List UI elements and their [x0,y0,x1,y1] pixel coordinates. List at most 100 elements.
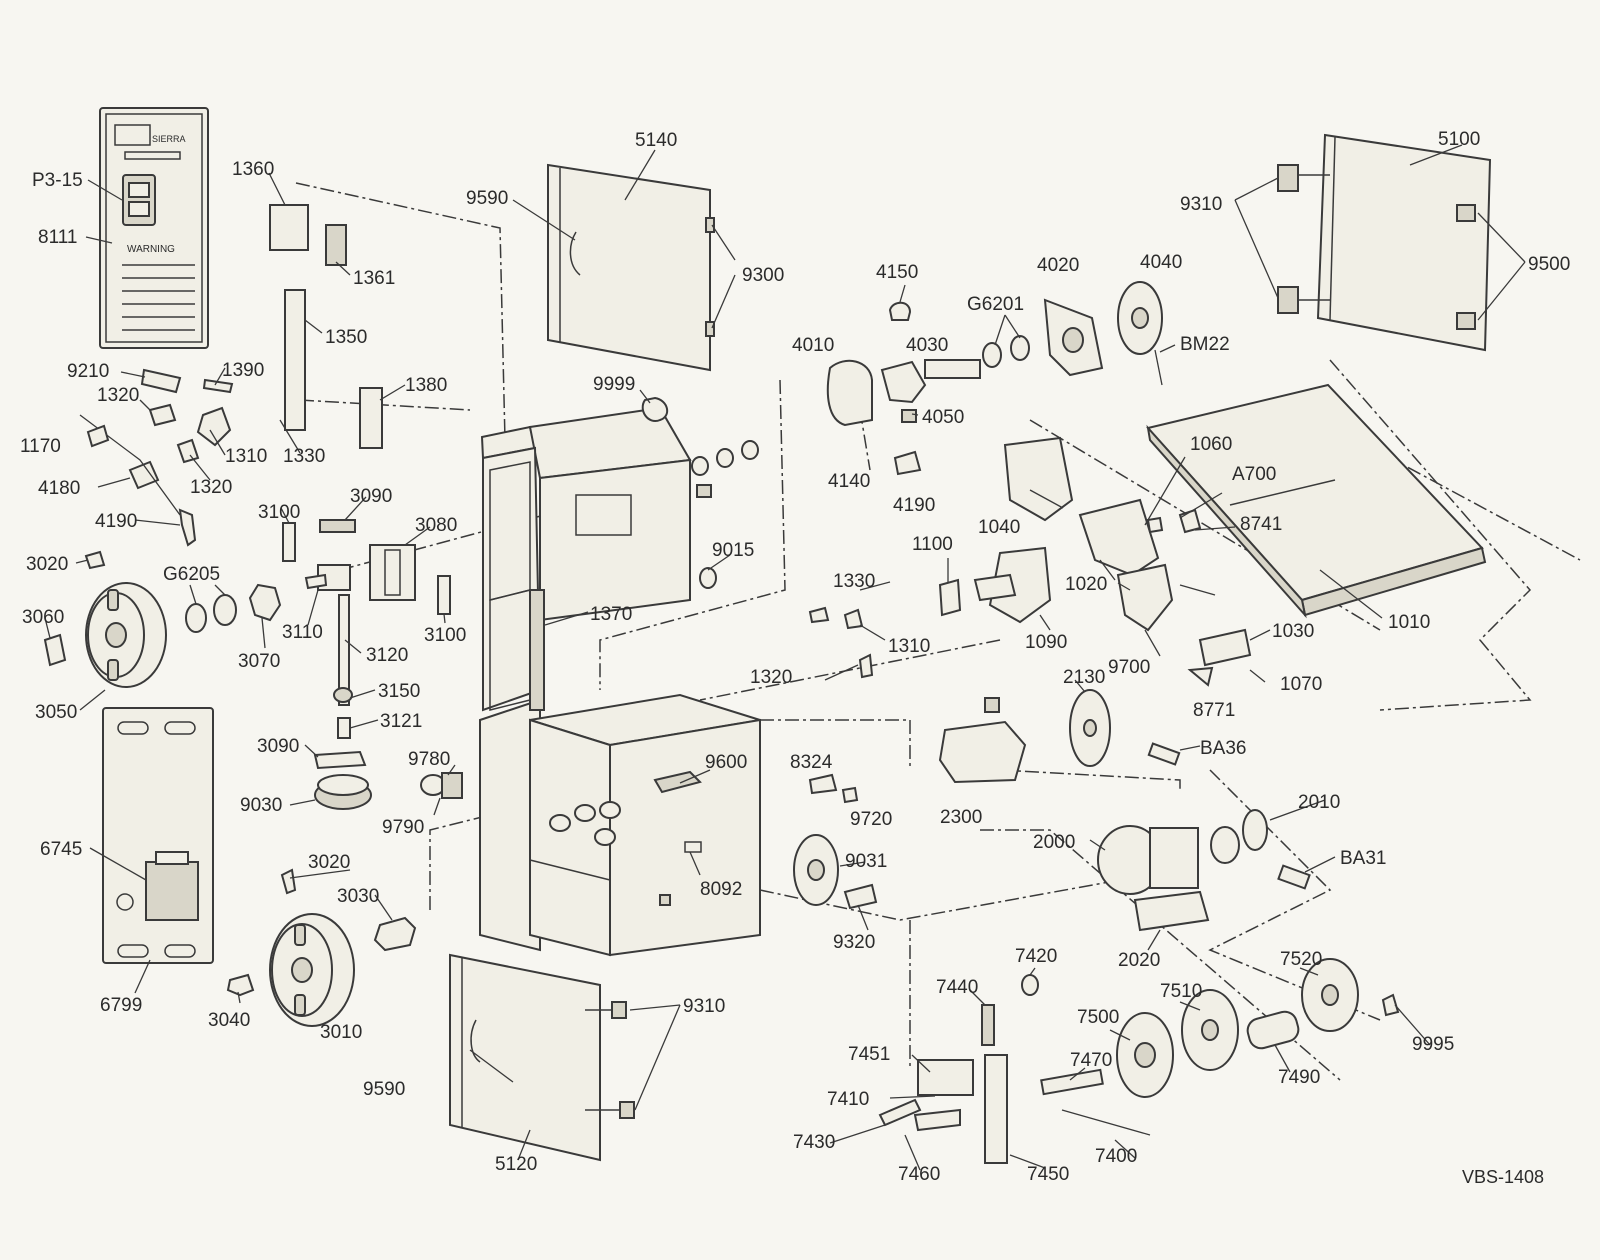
label-4020: 4020 [1037,255,1079,276]
label-a700: A700 [1232,464,1276,485]
label-3090-a: 3090 [350,486,392,507]
leader-lines [44,144,1526,1171]
label-2300: 2300 [940,807,982,828]
label-7520: 7520 [1280,949,1322,970]
label-bm22: BM22 [1180,334,1230,355]
label-1040: 1040 [978,517,1020,538]
label-1370: 1370 [590,604,632,625]
label-7451: 7451 [848,1044,890,1065]
label-3080: 3080 [415,515,457,536]
label-7410: 7410 [827,1089,869,1110]
label-7460: 7460 [898,1164,940,1185]
label-1390: 1390 [222,360,264,381]
label-3100-b: 3100 [424,625,466,646]
label-4030: 4030 [906,335,948,356]
label-1170: 1170 [20,436,61,457]
label-9320: 9320 [833,932,875,953]
label-8092: 8092 [700,879,742,900]
rear-door [1277,133,1492,352]
assembly-lines [295,182,1581,1100]
part-number-labels: P3-15 8111 1360 1361 1350 9210 1390 1380… [20,129,1570,1187]
label-1330-b: 1330 [833,571,875,592]
label-3020-a: 3020 [26,554,68,575]
label-1320-a: 1320 [97,385,139,406]
label-7450: 7450 [1027,1164,1069,1185]
saw-table [1146,383,1487,619]
label-1060: 1060 [1190,434,1232,455]
label-4010: 4010 [792,335,834,356]
label-4190-b: 4190 [893,495,935,516]
label-4190-a: 4190 [95,511,137,532]
lower-front-door [449,953,635,1162]
label-9310-b: 9310 [1180,194,1222,215]
drive-train [938,689,1311,932]
panel-warning-text: WARNING [127,244,175,255]
label-7440: 7440 [936,977,978,998]
label-3050: 3050 [35,702,77,723]
upper-front-door [547,163,715,372]
label-9031: 9031 [845,851,887,872]
label-2010: 2010 [1298,792,1340,813]
label-4140: 4140 [828,471,870,492]
label-9030: 9030 [240,795,282,816]
label-9590-b: 9590 [363,1079,405,1100]
label-4050: 4050 [922,407,964,428]
label-9300: 9300 [742,265,784,286]
saw-main-frame [479,406,761,957]
label-1090: 1090 [1025,632,1067,653]
label-1320-c: 1320 [750,667,792,688]
upper-shaft-assembly [826,281,1163,476]
electrical-switch-panel: SIERRA WARNING [99,107,209,349]
label-3010: 3010 [320,1022,362,1043]
label-9015: 9015 [712,540,754,561]
label-1380: 1380 [405,375,447,396]
label-7490: 7490 [1278,1067,1320,1088]
label-1360: 1360 [232,159,274,180]
label-9210: 9210 [67,361,109,382]
label-g6205: G6205 [163,564,220,585]
label-9999: 9999 [593,374,635,395]
label-9790: 9790 [382,817,424,838]
label-ba36: BA36 [1200,738,1246,759]
label-1030: 1030 [1272,621,1314,642]
label-5100: 5100 [1438,129,1480,150]
label-1020: 1020 [1065,574,1107,595]
label-8771: 8771 [1193,700,1235,721]
label-g6201: G6201 [967,294,1024,315]
label-9500: 9500 [1528,254,1570,275]
label-3030: 3030 [337,886,379,907]
label-7470: 7470 [1070,1050,1112,1071]
label-7430: 7430 [793,1132,835,1153]
tension-assembly [878,958,1400,1164]
label-2130: 2130 [1063,667,1105,688]
label-1320-b: 1320 [190,477,232,498]
upper-wheel-assembly [43,519,451,810]
label-3060: 3060 [22,607,64,628]
label-1010: 1010 [1388,612,1430,633]
label-3120: 3120 [366,645,408,666]
label-3090-b: 3090 [257,736,299,757]
blade-guard-post [79,204,383,547]
label-9995: 9995 [1412,1034,1454,1055]
label-9780: 9780 [408,749,450,770]
label-1330-a: 1330 [283,446,325,467]
label-3040: 3040 [208,1010,250,1031]
label-2000: 2000 [1033,832,1075,853]
label-ba31: BA31 [1340,848,1386,869]
label-6745: 6745 [40,839,82,860]
label-3020-b: 3020 [308,852,350,873]
diagram-code: VBS-1408 [1462,1167,1544,1187]
label-7400: 7400 [1095,1146,1137,1167]
panel-brand-text: SIERRA [152,134,186,144]
label-5140: 5140 [635,130,677,151]
label-3070: 3070 [238,651,280,672]
label-1100: 1100 [912,534,953,555]
label-6799: 6799 [100,995,142,1016]
transformer-panel [102,707,214,964]
label-9600: 9600 [705,752,747,773]
label-8111: 8111 [38,227,77,248]
label-1070: 1070 [1280,674,1322,695]
label-3100-a: 3100 [258,502,300,523]
